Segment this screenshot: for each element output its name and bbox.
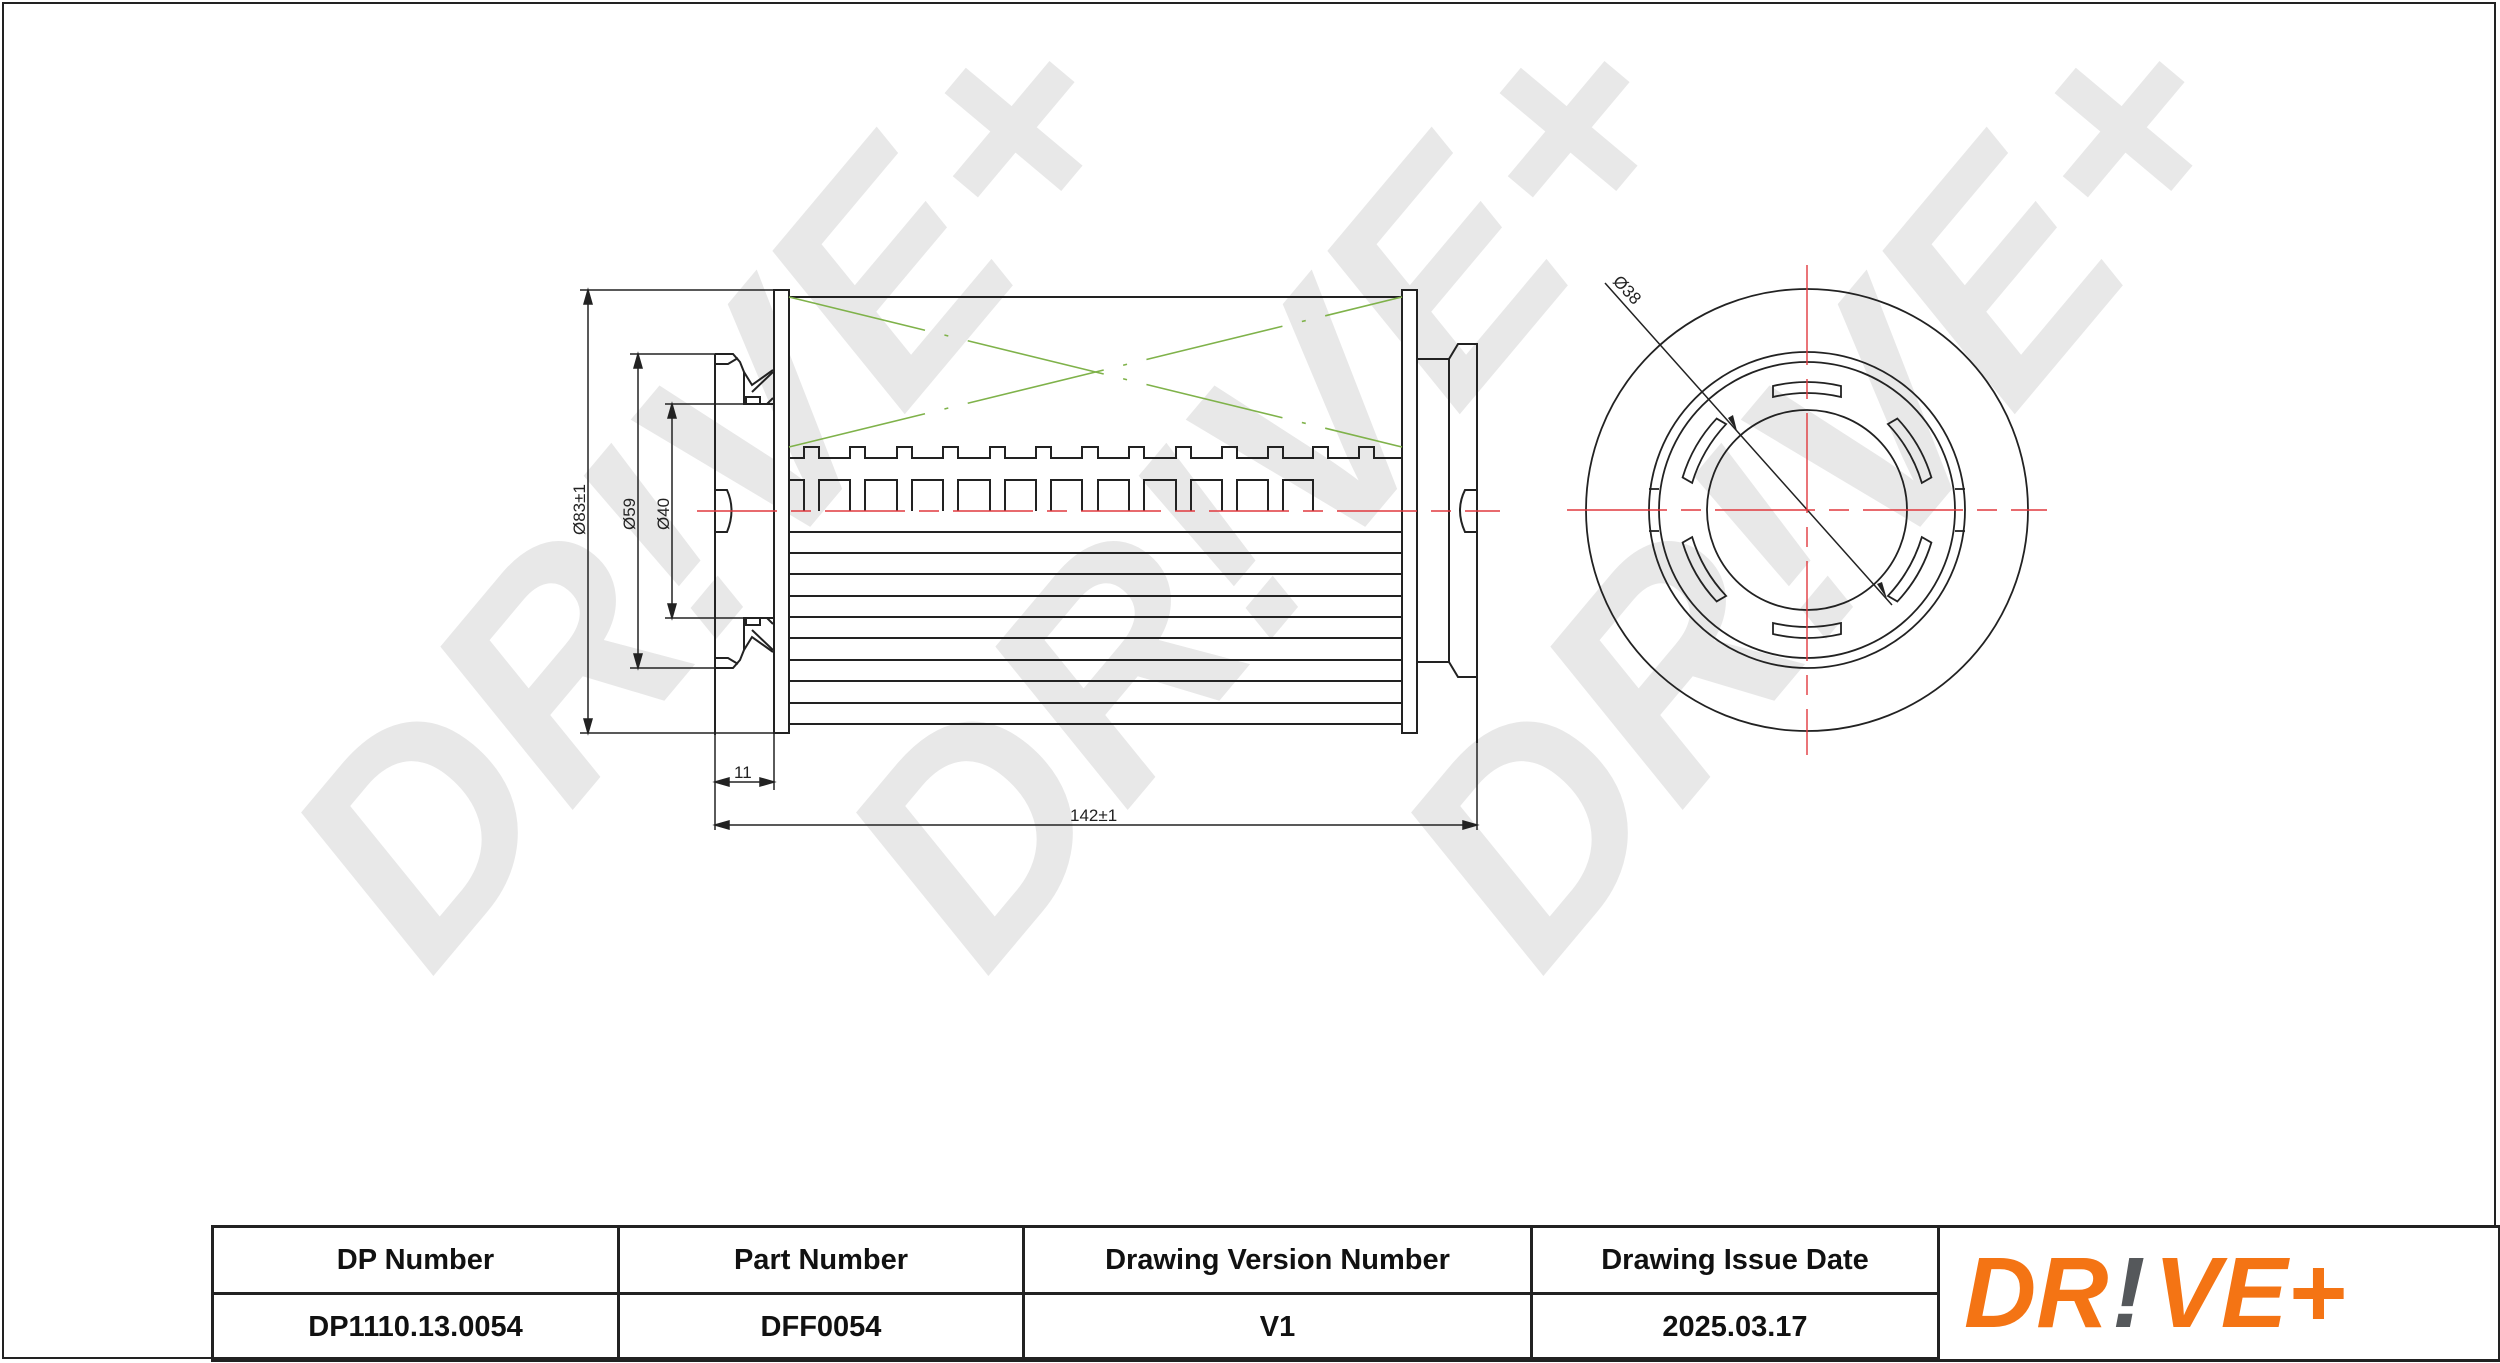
- value-drawing-version: V1: [1022, 1292, 1533, 1362]
- dim-outer-diameter: Ø83±1: [570, 484, 589, 535]
- dim-flange-length: 11: [734, 763, 752, 782]
- centerlines-end: [1567, 265, 2047, 755]
- svg-text:VE+: VE+: [2154, 1249, 2346, 1339]
- value-part-number: DFF0054: [617, 1292, 1025, 1362]
- slots: [1681, 381, 1933, 639]
- drive-plus-logo: DR ! VE+: [1940, 1228, 2498, 1359]
- title-block-value-row: DP1110.13.0054 DFF0054 V1 2025.03.17: [211, 1292, 2500, 1362]
- logo-icon: DR ! VE+: [1964, 1249, 2346, 1339]
- header-issue-date: Drawing Issue Date: [1530, 1225, 1940, 1295]
- logo-cell: DR ! VE+: [1937, 1225, 2500, 1362]
- header-dp-number: DP Number: [211, 1225, 620, 1295]
- svg-text:DR: DR: [1964, 1249, 2108, 1339]
- castellation-top: [789, 446, 1402, 459]
- dim-overall-length: 142±1: [1070, 806, 1117, 825]
- hatch-lines: [788, 296, 1403, 448]
- svg-text:!: !: [2112, 1249, 2145, 1339]
- dim-inner-diameter: Ø40: [654, 498, 673, 530]
- value-dp-number: DP1110.13.0054: [211, 1292, 620, 1362]
- filter-pleats: [789, 531, 1402, 725]
- value-issue-date: 2025.03.17: [1530, 1292, 1940, 1362]
- dimensions-side: [580, 287, 1480, 830]
- header-drawing-version: Drawing Version Number: [1022, 1225, 1533, 1295]
- castellation-slots: [789, 479, 1314, 511]
- header-part-number: Part Number: [617, 1225, 1025, 1295]
- dim-seal-diameter: Ø59: [620, 498, 639, 530]
- title-block: DP Number Part Number Drawing Version Nu…: [211, 1225, 2500, 1362]
- title-block-header-row: DP Number Part Number Drawing Version Nu…: [211, 1225, 2500, 1362]
- left-seal: [714, 353, 774, 735]
